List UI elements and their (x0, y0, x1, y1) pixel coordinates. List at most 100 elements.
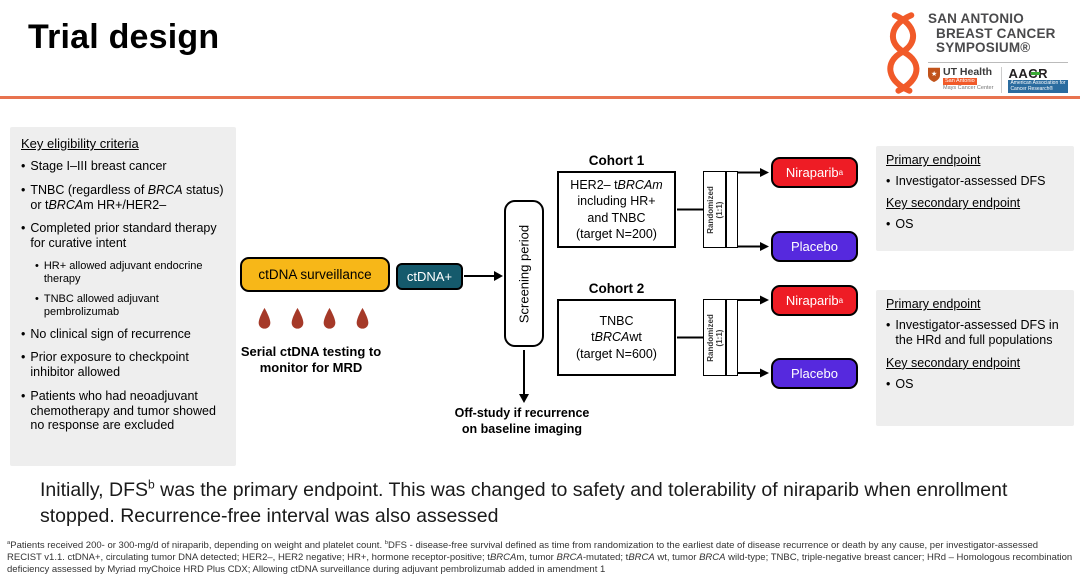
symposium-line: SYMPOSIUM® (936, 40, 1031, 55)
list-item-text: No clinical sign of recurrence (30, 326, 191, 341)
bullet-icon: • (21, 159, 26, 173)
ctdna-surveillance-box: ctDNA surveillance (240, 257, 390, 292)
summary-statement: Initially, DFSb was the primary endpoint… (40, 477, 1008, 528)
bullet-icon: • (21, 388, 26, 403)
primary-endpoint-heading: Primary endpoint (886, 153, 981, 167)
ribbon-icon (887, 12, 920, 94)
bullet-icon: • (21, 182, 26, 197)
cohort1-header: Cohort 1 (588, 153, 645, 168)
endpoint-text: Investigator-assessed DFS (895, 173, 1046, 188)
bullet-icon: • (886, 376, 891, 391)
secondary-endpoint-heading: Key secondary endpoint (886, 355, 1021, 370)
placebo-arm-cohort1: Placebo (771, 231, 858, 262)
ctdna-positive-box: ctDNA+ (396, 263, 463, 290)
randomized-label: Randomized (1:1) (706, 186, 724, 234)
serial-testing-note: Serial ctDNA testing to monitor for MRD (218, 344, 404, 377)
bullet-icon: • (886, 317, 891, 332)
list-item-text: TNBC allowed adjuvant pembrolizumab (43, 293, 159, 319)
offstudy-line: Off-study if recurrence (454, 406, 590, 420)
offstudy-note: Off-study if recurrence on baseline imag… (427, 406, 617, 437)
list-item-text: Completed prior standard therapy for cur… (30, 221, 217, 250)
eligibility-panel: Key eligibility criteria • Stage I–III br… (10, 127, 236, 466)
list-item-text: HR+ allowed adjuvant endocrine therapy (43, 259, 203, 285)
bullet-icon: • (35, 293, 39, 306)
sabcs-logo: SAN ANTONIO BREAST CANCER SYMPOSIUM® ★ U… (876, 6, 1074, 94)
eligibility-heading: Key eligibility criteria (21, 136, 139, 151)
bullet-icon: • (886, 173, 891, 188)
cohort2-line: (target N=600) (576, 346, 657, 361)
cohort1-line: including HR+ (577, 194, 656, 208)
list-item-text: Patients who had neoadjuvant chemotherap… (30, 388, 216, 433)
cohort2-line: TNBC (599, 313, 634, 328)
shield-icon: ★ (928, 67, 940, 82)
serial-testing-line: Serial ctDNA testing to (240, 344, 382, 359)
randomized-box-cohort2: Randomized (1:1) (703, 299, 738, 376)
bullet-icon: • (21, 326, 26, 341)
bullet-icon: • (886, 216, 891, 231)
cohort1-box: HER2– tBRCAm including HR+ and TNBC (tar… (557, 171, 676, 248)
blood-drop-icon (291, 307, 303, 329)
secondary-endpoint-heading: Key secondary endpoint (886, 196, 1021, 211)
placebo-arm-cohort2: Placebo (771, 358, 858, 389)
cohort2-box: TNBC tBRCAwt (target N=600) (557, 299, 676, 376)
randomized-line: (1:1) (715, 201, 724, 218)
cohort2-line: tBRCAwt (591, 330, 642, 345)
list-item: • Completed prior standard therapy for cu… (21, 221, 225, 251)
endpoint-item: • Investigator-assessed DFS (886, 174, 1064, 190)
endpoints-panel-cohort2: Primary endpoint • Investigator-assessed … (876, 290, 1074, 426)
randomized-label: Randomized (1:1) (706, 314, 724, 362)
list-subitem: • TNBC allowed adjuvant pembrolizumab (35, 293, 225, 319)
list-item: • Patients who had neoadjuvant chemothera… (21, 389, 225, 433)
ut-san-antonio-label: San Antonio (943, 78, 977, 85)
symposium-line: BREAST CANCER (936, 25, 1056, 41)
list-subitem: • HR+ allowed adjuvant endocrine therapy (35, 260, 225, 286)
endpoints-panel-cohort1: Primary endpoint • Investigator-assessed … (876, 146, 1074, 251)
endpoint-text: OS (895, 216, 914, 231)
cohort1-line: and TNBC (587, 210, 646, 225)
page-title: Trial design (28, 18, 220, 56)
blood-drop-icon (258, 307, 271, 329)
accent-rule (0, 96, 1080, 99)
blood-drop-icon (323, 307, 336, 329)
list-item-text: Stage I–III breast cancer (30, 159, 167, 173)
list-item: • No clinical sign of recurrence (21, 327, 225, 342)
randomized-line: Randomized (705, 313, 715, 362)
list-item: •Prior exposure to checkpoint inhibitor … (21, 350, 225, 380)
ut-health-logo: ★ UT Health San Antonio Mays Cancer Cent… (928, 67, 993, 92)
svg-text:★: ★ (931, 70, 937, 78)
aacr-subtitle: American Association for Cancer Research… (1008, 80, 1069, 93)
list-item: • TNBC (regardless of BRCA status) or tBR… (21, 183, 225, 213)
cohort1-line: HER2– tBRCAm (570, 177, 663, 192)
list-item-text: TNBC (regardless of BRCA status) or tBRC… (30, 182, 224, 212)
aacr-logo: AACR American Association for Cancer Res… (1001, 66, 1069, 93)
bullet-icon: • (21, 350, 26, 365)
randomized-box-cohort1: Randomized (1:1) (703, 171, 738, 248)
blood-drops (256, 307, 371, 332)
ut-health-label: UT Health (943, 66, 993, 78)
partner-logos: ★ UT Health San Antonio Mays Cancer Cent… (928, 67, 1072, 93)
footnote: aPatients received 200- or 300-mg/d of n… (7, 539, 1073, 576)
symposium-line: SAN ANTONIO (928, 11, 1024, 26)
primary-endpoint-heading: Primary endpoint (886, 297, 981, 311)
randomized-line: (1:1) (715, 329, 724, 346)
offstudy-line: on baseline imaging (461, 421, 583, 436)
list-item: • Stage I–III breast cancer (21, 159, 225, 174)
cohort2-header: Cohort 2 (588, 281, 645, 296)
endpoint-text: Investigator-assessed DFS in the HRd and… (895, 317, 1059, 348)
bullet-icon: • (35, 259, 39, 272)
endpoint-item: • OS (886, 217, 1064, 233)
screening-period-box: Screening period (504, 200, 544, 347)
screening-period-label: Screening period (516, 224, 532, 323)
symposium-name: SAN ANTONIO BREAST CANCER SYMPOSIUM® (928, 11, 1056, 56)
randomized-line: Randomized (705, 185, 715, 234)
mays-cancer-center-label: Mays Cancer Center (943, 85, 994, 91)
randomized-divider (725, 300, 727, 375)
endpoint-item: • Investigator-assessed DFS in the HRd an… (886, 318, 1064, 349)
bullet-icon: • (21, 221, 26, 236)
blood-drop-icon (356, 307, 369, 329)
randomized-divider (725, 172, 727, 247)
aacr-label: AACR (1008, 66, 1048, 81)
